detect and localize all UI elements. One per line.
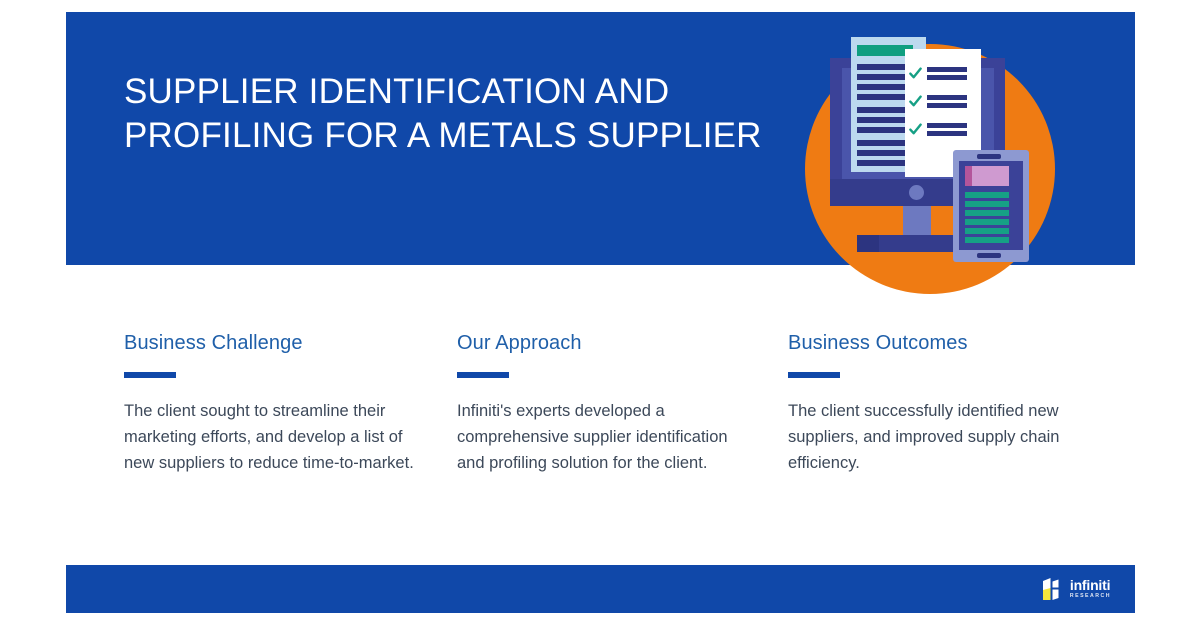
check-icon xyxy=(909,95,922,108)
checked-document-line xyxy=(927,95,967,100)
check-icon xyxy=(909,123,922,136)
supplier-checklist-illustration xyxy=(805,32,1075,295)
checklist-line xyxy=(857,64,905,70)
checked-document-line xyxy=(927,67,967,72)
tablet-image-accent xyxy=(965,166,972,186)
infiniti-research-logo: infiniti RESEARCH xyxy=(1042,577,1111,601)
column-body-text: The client successfully identified new s… xyxy=(788,402,1060,472)
checklist-line xyxy=(857,127,905,133)
check-icon xyxy=(909,67,922,80)
logo-subtitle: RESEARCH xyxy=(1069,593,1111,600)
tablet-content-bar xyxy=(965,192,1009,198)
tablet-content-bar xyxy=(965,219,1009,225)
column-business-outcomes: Business Outcomes The client successfull… xyxy=(788,330,1088,476)
column-body-text: Infiniti's experts developed a comprehen… xyxy=(457,402,728,472)
checklist-document-header-bar xyxy=(857,45,913,56)
column-business-challenge: Business Challenge The client sought to … xyxy=(124,330,414,476)
checked-document-line xyxy=(927,123,967,128)
tablet-home-button xyxy=(977,253,1001,258)
logo-wordmark: infiniti RESEARCH xyxy=(1070,578,1111,599)
checklist-line xyxy=(857,107,905,113)
page-title: SUPPLIER IDENTIFICATION AND PROFILING FO… xyxy=(124,72,762,155)
column-accent-rule xyxy=(788,372,840,378)
footer-band: infiniti RESEARCH xyxy=(66,565,1135,613)
monitor-base xyxy=(857,235,975,252)
tablet-content-bar xyxy=(965,210,1009,216)
monitor-base-shadow xyxy=(857,235,879,252)
checked-document-line xyxy=(927,131,967,136)
checklist-line xyxy=(857,160,905,166)
checklist-line xyxy=(857,94,905,100)
tablet-content-bar xyxy=(965,237,1009,243)
column-heading: Business Outcomes xyxy=(788,332,968,354)
tablet-speaker xyxy=(977,154,1001,159)
column-accent-rule xyxy=(124,372,176,378)
checklist-line xyxy=(857,140,905,146)
checklist-line xyxy=(857,117,905,123)
tablet-content-bar xyxy=(965,201,1009,207)
column-body-text: The client sought to streamline their ma… xyxy=(124,402,414,472)
checklist-line xyxy=(857,84,905,90)
logo-name: infiniti xyxy=(1069,577,1111,594)
column-accent-rule xyxy=(457,372,509,378)
checklist-line xyxy=(857,74,905,80)
tablet-image-block xyxy=(965,166,1009,186)
column-heading: Our Approach xyxy=(457,332,582,354)
column-our-approach: Our Approach Infiniti's experts develope… xyxy=(457,330,747,476)
checked-document-line xyxy=(927,103,967,108)
monitor-power-dot-icon xyxy=(909,185,924,200)
tablet-content-bar xyxy=(965,228,1009,234)
infiniti-logo-mark-icon xyxy=(1042,578,1064,600)
checked-document-line xyxy=(927,75,967,80)
checklist-line xyxy=(857,150,905,156)
column-heading: Business Challenge xyxy=(124,332,303,354)
